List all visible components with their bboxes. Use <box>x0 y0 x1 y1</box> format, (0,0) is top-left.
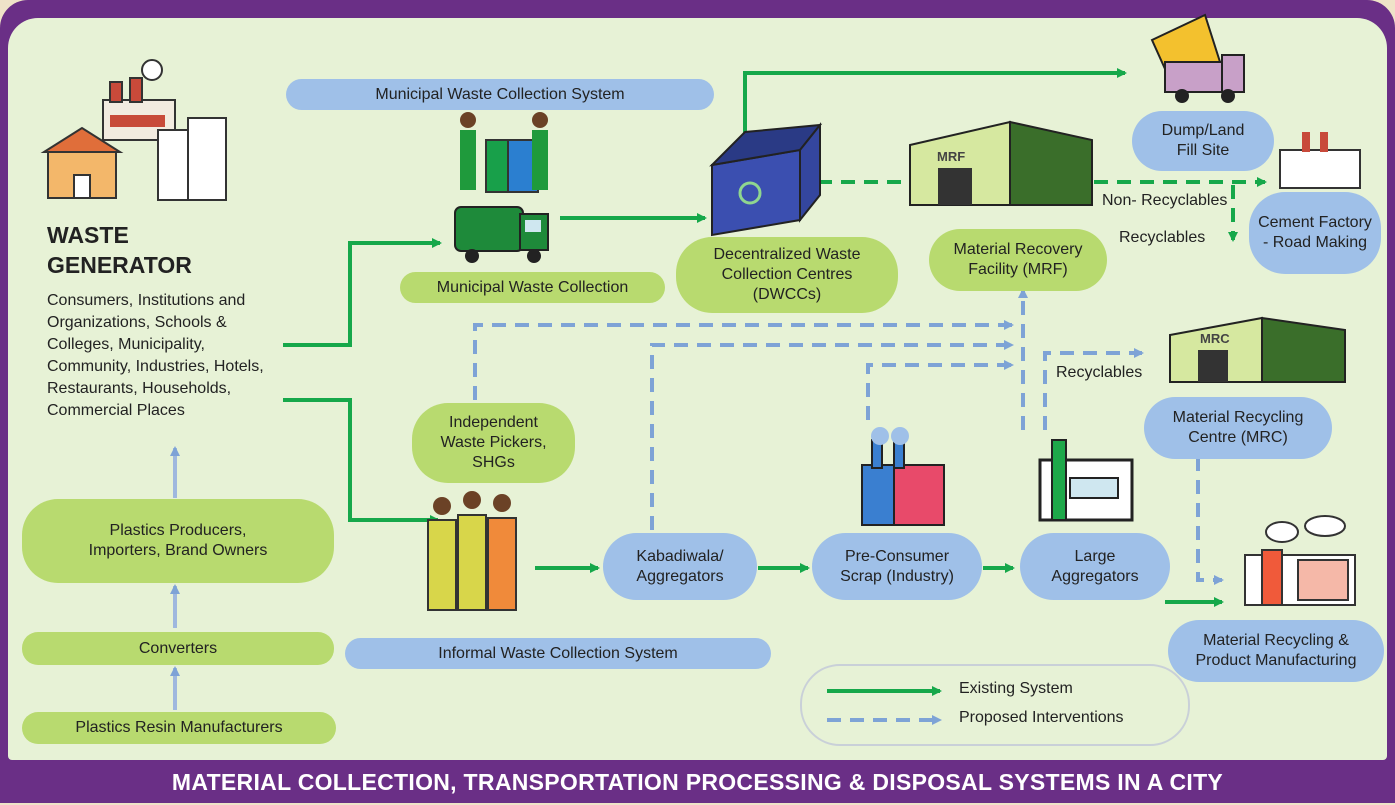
node-recycling-manufacturing: Material Recycling & Product Manufacturi… <box>1168 620 1384 682</box>
recycling-manufacturing-icon <box>1244 515 1356 606</box>
node-converters: Converters <box>22 632 334 665</box>
waste-generator-title: WASTE GENERATOR <box>47 222 192 278</box>
mrc-building-icon <box>1169 316 1346 383</box>
garbage-truck-icon <box>454 206 549 263</box>
node-dump: Dump/Land Fill Site <box>1132 111 1274 171</box>
legend-existing-label: Existing System <box>959 680 1073 697</box>
waste-generator-description: Consumers, Institutions and Organization… <box>47 292 264 419</box>
label-recyclables-mrf: Recyclables <box>1119 229 1206 246</box>
mrf-building-icon <box>909 120 1093 206</box>
legend: Existing System Proposed Interventions <box>800 664 1190 746</box>
label-non-recyclables: Non- Recyclables <box>1102 192 1228 209</box>
mrc-sign: MRC <box>1200 331 1230 346</box>
node-large-aggregators: Large Aggregators <box>1020 533 1170 600</box>
arrow-pickers-to-mrf-a <box>473 320 1014 400</box>
arrow-generator-to-informal <box>283 398 440 525</box>
node-preconsumer: Pre-Consumer Scrap (Industry) <box>812 533 982 600</box>
aggregator-building-icon <box>1038 439 1134 522</box>
node-cement: Cement Factory - Road Making <box>1249 192 1381 274</box>
cement-factory-icon <box>1279 132 1361 189</box>
node-dwcc: Decentralized Waste Collection Centres (… <box>676 237 898 313</box>
node-municipal-collection: Municipal Waste Collection <box>400 272 665 303</box>
node-producers: Plastics Producers, Importers, Brand Own… <box>22 499 334 583</box>
school-icon <box>40 126 124 199</box>
industry-building-icon <box>861 427 945 526</box>
node-waste-pickers: Independent Waste Pickers, SHGs <box>412 403 575 483</box>
waste-collectors-icon <box>460 112 548 193</box>
dump-truck-icon <box>1150 13 1245 103</box>
office-building-icon <box>157 117 227 201</box>
legend-proposed-label: Proposed Interventions <box>959 709 1124 726</box>
legend-swatches <box>827 686 942 725</box>
node-resin-manufacturers: Plastics Resin Manufacturers <box>22 712 336 744</box>
connector-layer <box>40 13 1361 710</box>
arrow-generator-to-municipal <box>283 238 442 347</box>
arrow-large-to-mrc <box>1043 348 1144 430</box>
arrow-mrc-to-recycling <box>1196 457 1224 585</box>
dumpster-icon <box>709 122 823 237</box>
informal-waste-pickers-icon <box>427 491 517 611</box>
arrow-preconsumer-to-mrf <box>866 360 1014 420</box>
mrf-sign: MRF <box>937 149 966 164</box>
node-kabadiwala: Kabadiwala/ Aggregators <box>603 533 757 600</box>
footer-title: MATERIAL COLLECTION, TRANSPORTATION PROC… <box>0 760 1395 803</box>
node-informal-system: Informal Waste Collection System <box>345 638 771 669</box>
arrow-dwcc-to-dump <box>743 68 1127 140</box>
arrow-kabadiwala-to-mrf <box>650 340 1014 530</box>
node-mrf: Material Recovery Facility (MRF) <box>929 229 1107 291</box>
label-recyclables-mrc: Recyclables <box>1056 364 1143 381</box>
factory-icon <box>102 59 176 141</box>
node-mrc: Material Recycling Centre (MRC) <box>1144 397 1332 459</box>
node-municipal-system: Municipal Waste Collection System <box>286 79 714 110</box>
